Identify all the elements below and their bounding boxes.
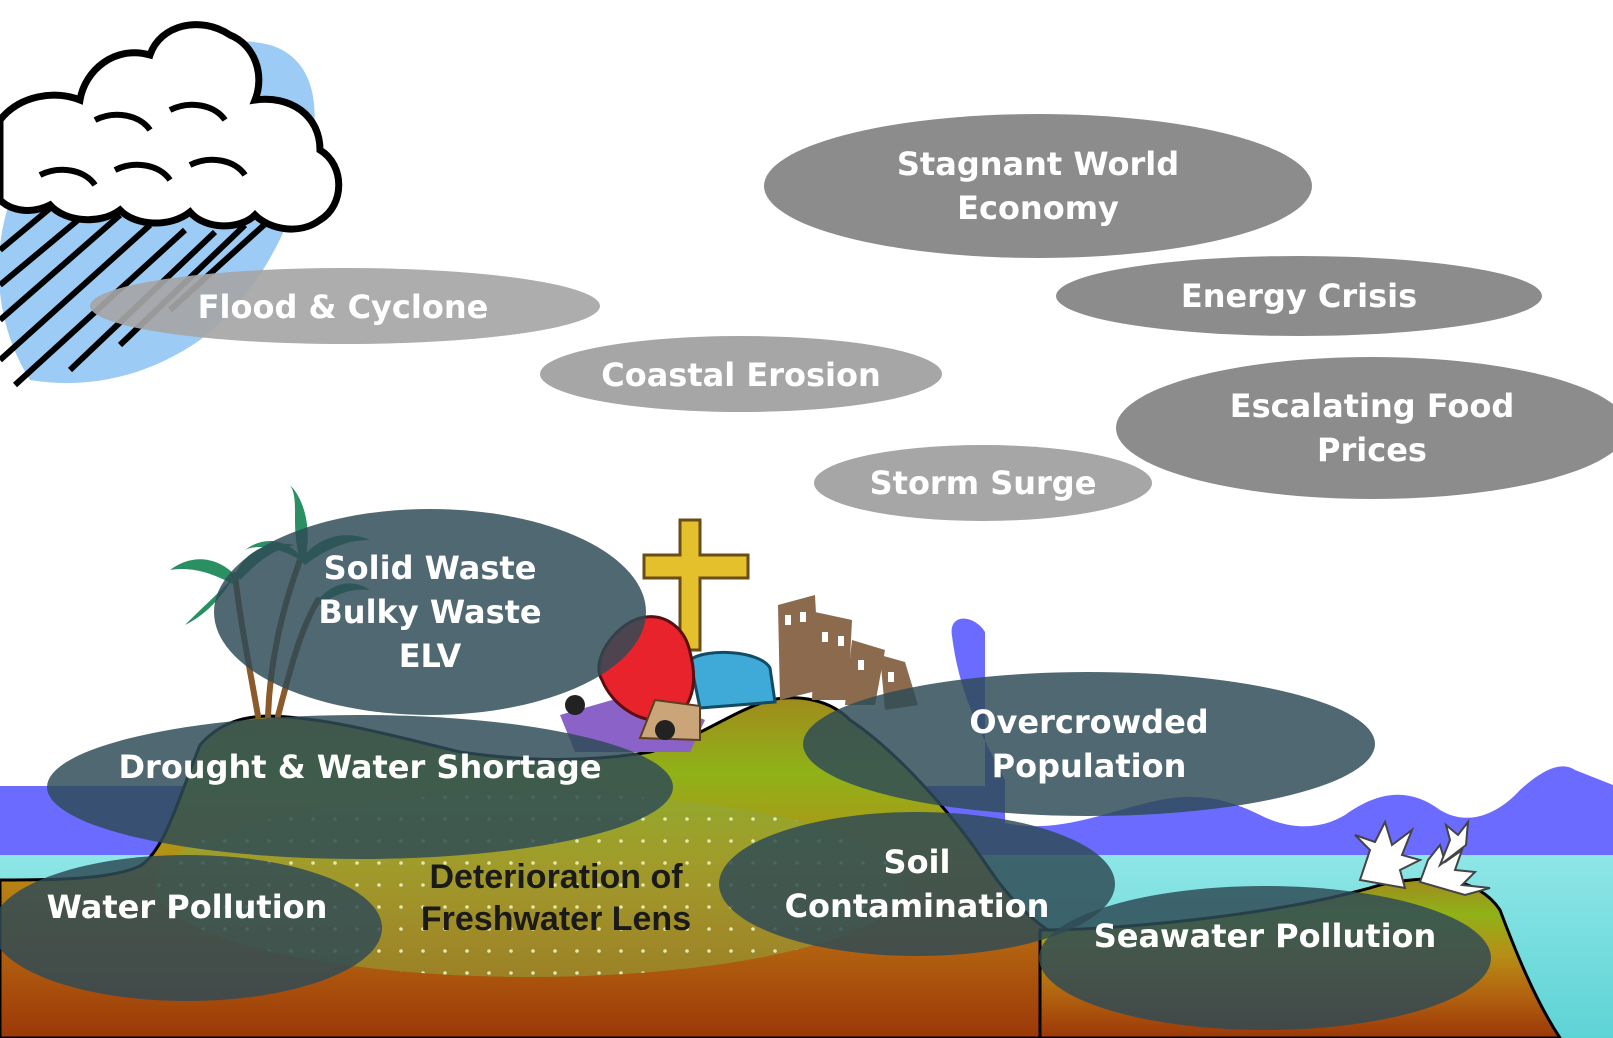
soil-ellipse bbox=[719, 812, 1115, 956]
overcrowded-ellipse bbox=[803, 672, 1375, 816]
overcrowded-line-1: Overcrowded bbox=[969, 703, 1209, 741]
solid-waste-line-1: Solid Waste bbox=[323, 549, 537, 587]
food-prices-line-1: Escalating Food bbox=[1229, 387, 1515, 425]
food-prices-line-2: Prices bbox=[1317, 431, 1427, 469]
energy-crisis-ellipse bbox=[1056, 256, 1542, 336]
overcrowded-line-2: Population bbox=[991, 747, 1187, 785]
overcrowded-label: Overcrowded Population bbox=[889, 700, 1289, 788]
solid-waste-ellipse bbox=[214, 509, 646, 715]
stagnant-economy-line-1: Stagnant World bbox=[896, 145, 1180, 183]
drought-ellipse bbox=[47, 715, 673, 859]
storm-surge-ellipse bbox=[814, 445, 1152, 521]
seawater-pollution-ellipse bbox=[1039, 886, 1491, 1030]
drought-label: Drought & Water Shortage bbox=[110, 745, 610, 789]
coastal-erosion-ellipse bbox=[540, 336, 942, 412]
water-pollution-line-1: Water Pollution bbox=[46, 888, 328, 926]
flood-cyclone-label: Flood & Cyclone bbox=[143, 285, 543, 329]
coastal-erosion-line-1: Coastal Erosion bbox=[601, 356, 881, 394]
flood-cyclone-ellipse bbox=[90, 268, 600, 344]
water-pollution-label: Water Pollution bbox=[0, 885, 387, 929]
solid-waste-line-2: Bulky Waste bbox=[318, 593, 542, 631]
energy-crisis-label: Energy Crisis bbox=[1099, 274, 1499, 318]
soil-line-1: Soil bbox=[883, 843, 951, 881]
water-pollution-ellipse bbox=[0, 855, 382, 1001]
food-prices-ellipse bbox=[1116, 357, 1613, 499]
church-cross-icon bbox=[642, 518, 750, 652]
coastal-erosion-label: Coastal Erosion bbox=[541, 353, 941, 397]
energy-crisis-line-1: Energy Crisis bbox=[1180, 277, 1418, 315]
storm-surge-label: Storm Surge bbox=[783, 461, 1183, 505]
freshwater-lens-line-1: Deterioration of bbox=[429, 858, 683, 896]
soil-label: Soil Contamination bbox=[717, 840, 1117, 928]
storm-surge-line-1: Storm Surge bbox=[869, 464, 1097, 502]
soil-line-2: Contamination bbox=[784, 887, 1050, 925]
solid-waste-line-3: ELV bbox=[398, 637, 462, 675]
solid-waste-label: Solid Waste Bulky Waste ELV bbox=[230, 546, 630, 678]
stagnant-economy-ellipse bbox=[764, 114, 1312, 258]
stagnant-economy-label: Stagnant World Economy bbox=[838, 142, 1238, 230]
drought-line-1: Drought & Water Shortage bbox=[118, 748, 602, 786]
coral-icon bbox=[1354, 818, 1491, 897]
food-prices-label: Escalating Food Prices bbox=[1172, 384, 1572, 472]
freshwater-lens-label: Deterioration of Freshwater Lens bbox=[356, 856, 756, 940]
stagnant-economy-line-2: Economy bbox=[957, 189, 1119, 227]
seawater-pollution-label: Seawater Pollution bbox=[1065, 914, 1465, 958]
freshwater-lens-line-2: Freshwater Lens bbox=[420, 900, 692, 938]
seawater-pollution-line-1: Seawater Pollution bbox=[1093, 917, 1437, 955]
flood-cyclone-line-1: Flood & Cyclone bbox=[197, 288, 489, 326]
